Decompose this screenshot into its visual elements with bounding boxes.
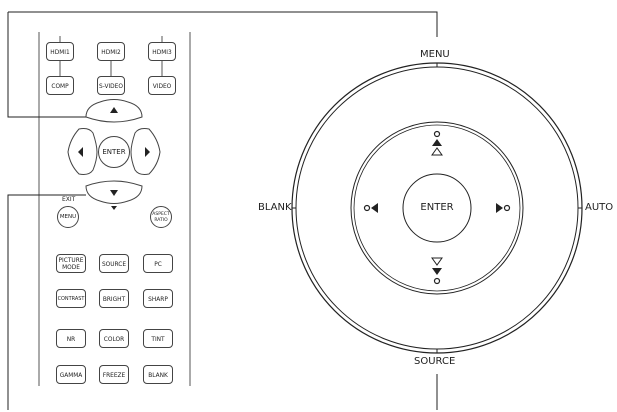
- hdmi2-button[interactable]: HDMI2: [97, 42, 125, 61]
- picture-mode-button[interactable]: PICTURE MODE: [56, 254, 86, 273]
- keypad-left-dot: [363, 204, 371, 212]
- hdmi3-button[interactable]: HDMI3: [148, 42, 176, 61]
- aspect-ratio-button[interactable]: ASPECT RATIO: [150, 206, 172, 228]
- keypad-source-label: SOURCE: [414, 356, 456, 367]
- keypad-up-arrow: [432, 139, 442, 146]
- s-video-button[interactable]: S-VIDEO: [97, 76, 125, 95]
- keypad-right-arrow: [496, 203, 503, 213]
- keypad-enter-circle: [402, 173, 472, 243]
- keypad-auto-label: AUTO: [585, 202, 614, 213]
- source-button[interactable]: SOURCE: [99, 254, 129, 273]
- keypad-up-dot: [433, 130, 441, 138]
- keypad-down-arrow: [432, 268, 442, 275]
- remote-up-arrow: [110, 107, 118, 113]
- video-button[interactable]: VIDEO: [148, 76, 176, 95]
- contrast-button[interactable]: CONTRAST: [56, 289, 86, 308]
- callout-menu-line: [7, 12, 86, 118]
- remote-left-arrow: [78, 147, 83, 157]
- keypad-menu-label: MENU: [420, 49, 450, 60]
- remote-enter-button[interactable]: ENTER: [98, 136, 130, 168]
- keypad-middle-ring: [350, 121, 524, 295]
- remote-down-arrow: [110, 190, 118, 196]
- keypad-enter-label[interactable]: ENTER: [420, 202, 454, 213]
- remote-down-marker: [111, 206, 117, 210]
- hdmi1-button[interactable]: HDMI1: [46, 42, 74, 61]
- remote-menu-button[interactable]: MENU: [57, 206, 79, 228]
- pc-button[interactable]: PC: [143, 254, 173, 273]
- keypad-left-arrow: [371, 203, 378, 213]
- keypad-down-dot: [433, 277, 441, 285]
- freeze-button[interactable]: FREEZE: [99, 365, 129, 384]
- gamma-button[interactable]: GAMMA: [56, 365, 86, 384]
- callout-menu-line-2: [8, 11, 438, 37]
- blank-button[interactable]: BLANK: [143, 365, 173, 384]
- keypad-right-dot: [503, 204, 511, 212]
- bright-button[interactable]: BRIGHT: [99, 289, 129, 308]
- keypad-middle-ring-inner: [353, 124, 521, 292]
- sharp-button[interactable]: SHARP: [143, 289, 173, 308]
- color-button[interactable]: COLOR: [99, 329, 129, 348]
- exit-label: EXIT: [62, 196, 76, 203]
- callout-source-line: [7, 194, 86, 410]
- keypad-blank-label: BLANK: [258, 202, 292, 213]
- nr-button[interactable]: NR: [56, 329, 86, 348]
- tint-button[interactable]: TINT: [143, 329, 173, 348]
- comp-button[interactable]: COMP: [46, 76, 74, 95]
- remote-right-arrow: [145, 147, 150, 157]
